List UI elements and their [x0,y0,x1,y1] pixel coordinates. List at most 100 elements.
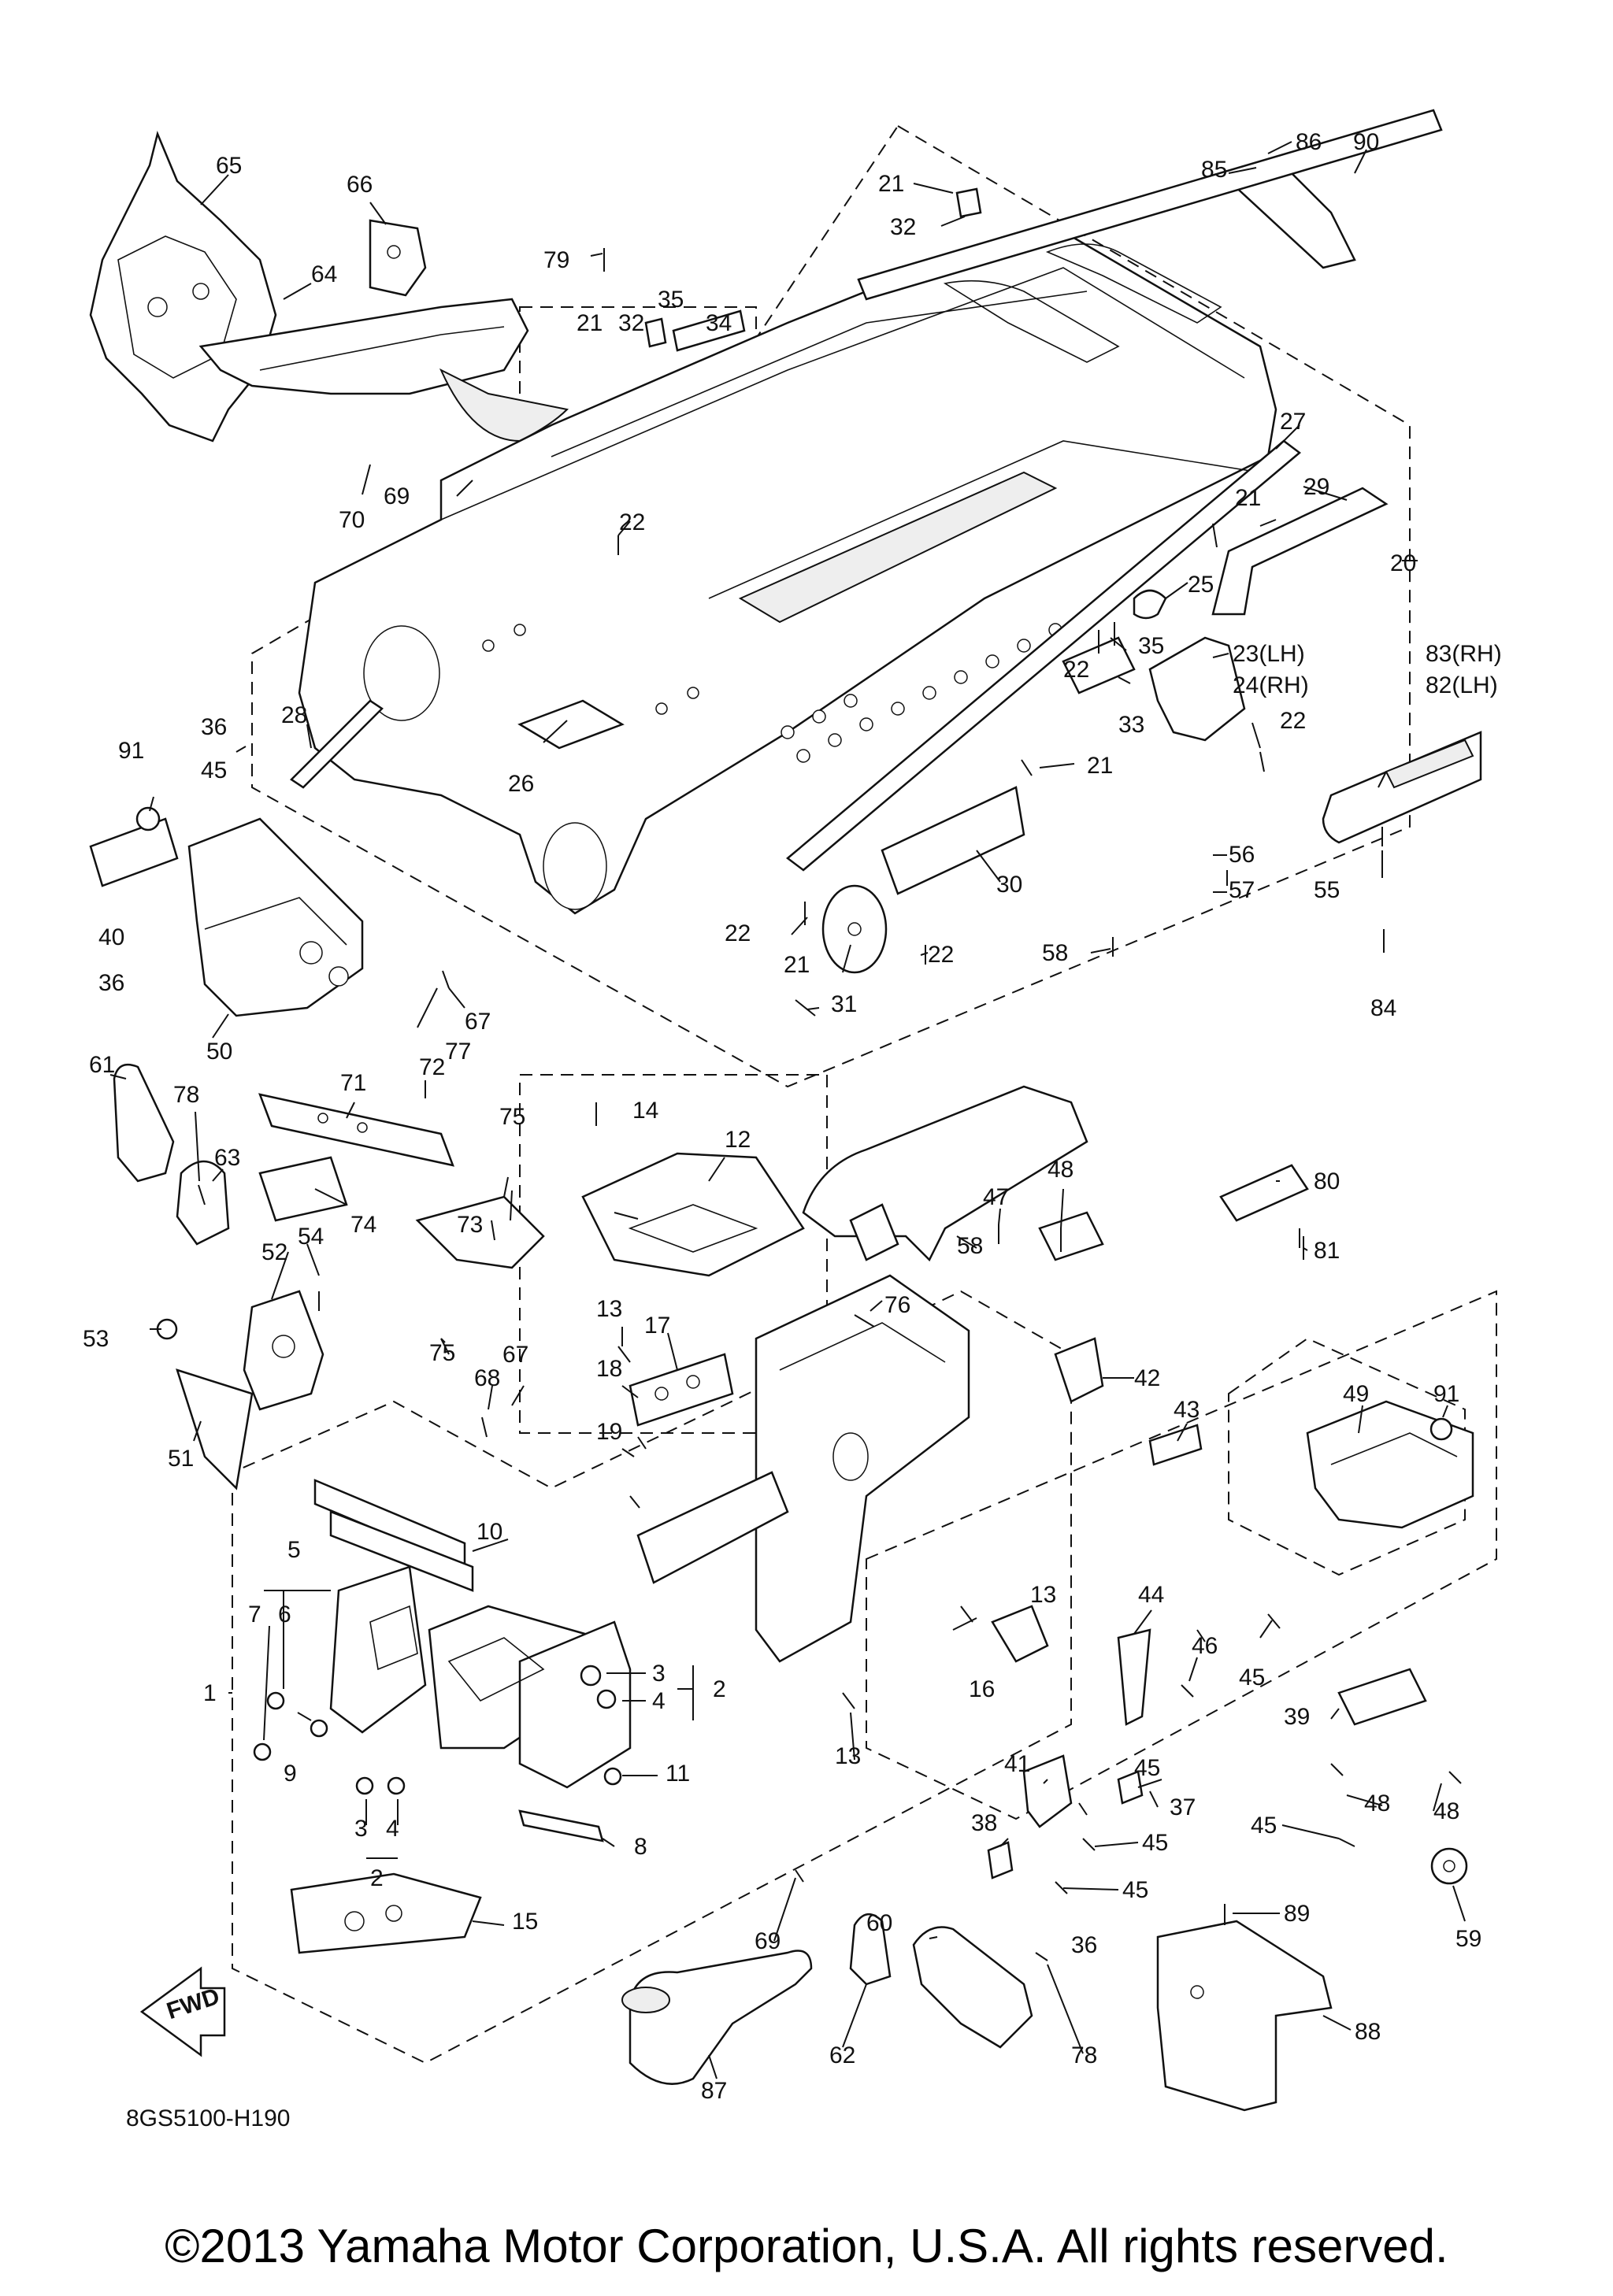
bracket-17 [629,1353,734,1427]
callout-26: 26 [508,771,534,797]
nut-11 [603,1767,622,1786]
callout-22e: 22 [928,942,954,968]
callout-75a: 75 [499,1104,525,1130]
callout-51: 51 [168,1446,194,1472]
callout-47: 47 [983,1184,1009,1210]
callout-5: 5 [287,1537,301,1563]
callout-86: 86 [1296,129,1322,155]
callout-35b: 35 [1138,633,1164,659]
callout-78a: 78 [173,1082,199,1108]
callout-21a: 21 [878,171,904,197]
callout-13c: 13 [1030,1582,1056,1608]
callout-58b: 58 [957,1233,983,1259]
protector-88 [1156,1920,1333,2112]
front-nose-frame [89,131,569,443]
callout-25: 25 [1188,572,1214,598]
callout-73: 73 [457,1212,483,1238]
callout-81: 81 [1314,1238,1340,1264]
callout-12: 12 [725,1127,751,1153]
callout-54: 54 [298,1224,324,1250]
callout-16: 16 [969,1676,995,1702]
cap-25 [1133,589,1167,620]
callout-69b: 69 [755,1928,781,1954]
callout-18: 18 [596,1356,622,1382]
callout-30: 30 [996,872,1022,898]
grommet-91 [135,806,161,831]
steering-bar [802,1085,1309,1466]
main-frame [298,235,1277,915]
callout-11: 11 [666,1761,690,1787]
callout-20: 20 [1390,550,1416,576]
bracket-74 [258,1156,348,1222]
callout-49: 49 [1343,1381,1369,1407]
callout-70: 70 [339,507,365,533]
callout-79: 79 [543,247,569,273]
callout-77: 77 [445,1039,471,1065]
callout-23: 23(LH) [1233,641,1305,667]
callout-3b: 3 [354,1816,368,1842]
callout-45a: 45 [201,757,227,783]
callout-7: 7 [248,1602,261,1628]
duct-87 [621,1950,813,2085]
callout-45d: 45 [1134,1755,1160,1781]
callout-83: 83(RH) [1426,641,1502,667]
callout-74: 74 [350,1212,376,1238]
callout-72: 72 [419,1054,445,1080]
engine-mount-left [89,806,364,1017]
callout-85: 85 [1201,157,1227,183]
callout-22d: 22 [725,920,751,946]
bracket-49-group-outline [1228,1337,1466,1576]
callout-58a: 58 [1042,940,1068,966]
callout-40: 40 [98,924,124,950]
callout-3a: 3 [652,1661,666,1687]
bracket-37-41 [987,1754,1144,1879]
callout-44: 44 [1138,1582,1164,1608]
callout-41: 41 [1004,1751,1030,1777]
bracket-23-24 [1148,636,1246,742]
center-bulkhead [636,1274,970,1663]
grommet-91-right [1429,1417,1453,1441]
callout-46: 46 [1192,1633,1218,1659]
callout-22c: 22 [1280,708,1306,734]
callout-22b: 22 [1063,657,1089,683]
callout-19: 19 [596,1419,622,1445]
callout-87: 87 [701,2078,727,2104]
callout-48c: 48 [1433,1798,1459,1824]
rail-90 [857,109,1443,301]
callout-90: 90 [1353,129,1379,155]
callout-15: 15 [512,1909,538,1935]
callout-36c: 36 [1071,1932,1097,1958]
plate-43 [1148,1424,1203,1466]
clip-37 [1117,1770,1144,1805]
callout-61: 61 [89,1052,115,1078]
callout-6: 6 [278,1602,291,1628]
callout-68: 68 [474,1365,500,1391]
callout-28: 28 [281,702,307,728]
leader-lines [109,141,1466,2079]
bracket-48-upper [1038,1211,1104,1261]
callout-24: 24(RH) [1233,672,1309,698]
part-16 [991,1605,1049,1663]
frame-group-outline [251,124,1411,1088]
callout-50: 50 [206,1039,232,1065]
callout-45b: 45 [1239,1665,1265,1691]
callout-8: 8 [634,1834,647,1860]
callout-29: 29 [1303,474,1329,500]
callout-14: 14 [632,1098,658,1124]
callout-38: 38 [971,1810,997,1836]
callout-80: 80 [1314,1168,1340,1194]
plate-80 [1219,1164,1309,1222]
bracket-39 [1337,1668,1427,1726]
callout-34: 34 [706,310,732,336]
callout-59: 59 [1455,1926,1481,1952]
bracket-30 [881,786,1025,895]
bracket-40 [89,817,179,887]
callout-36a: 36 [201,714,227,740]
bushing-6 [266,1691,285,1710]
collar-3-lower [355,1776,374,1795]
copyright-notice: ©2013 Yamaha Motor Corporation, U.S.A. A… [165,2220,1448,2272]
bracket-29 [1211,487,1389,616]
callout-22a: 22 [619,509,645,535]
callout-64: 64 [311,261,337,287]
plate-31 [821,884,888,974]
